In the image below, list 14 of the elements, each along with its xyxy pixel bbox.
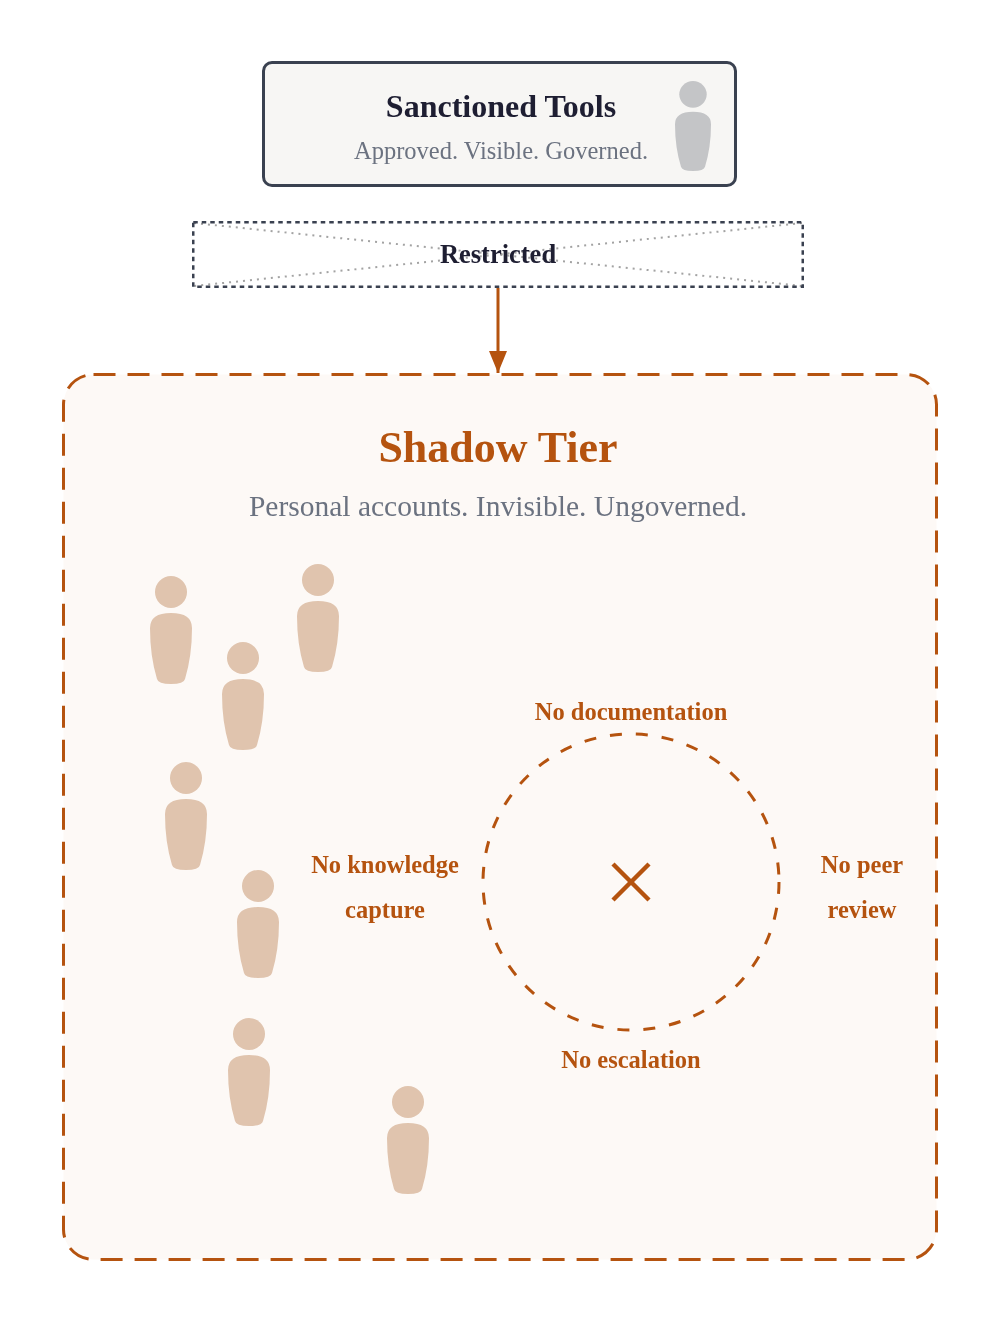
group-container	[62, 373, 938, 1261]
box-title: Sanctioned Tools	[385, 86, 617, 126]
crossed-out-box	[192, 221, 804, 288]
box-subtitle: Approved. Visible. Governed.	[353, 136, 649, 166]
process-box	[262, 61, 737, 187]
box-label: Restricted	[439, 239, 557, 271]
circle-caption: No escalation	[561, 1045, 701, 1075]
dashed-circle	[481, 732, 781, 1032]
circle-caption: No peer review	[819, 850, 905, 925]
circle-caption: No documentation	[534, 697, 728, 727]
container-title: Shadow Tier	[378, 421, 618, 474]
arrow	[489, 288, 507, 373]
container-subtitle: Personal accounts. Invisible. Ungoverned.	[248, 489, 748, 525]
circle-caption: No knowledge capture	[310, 850, 460, 925]
